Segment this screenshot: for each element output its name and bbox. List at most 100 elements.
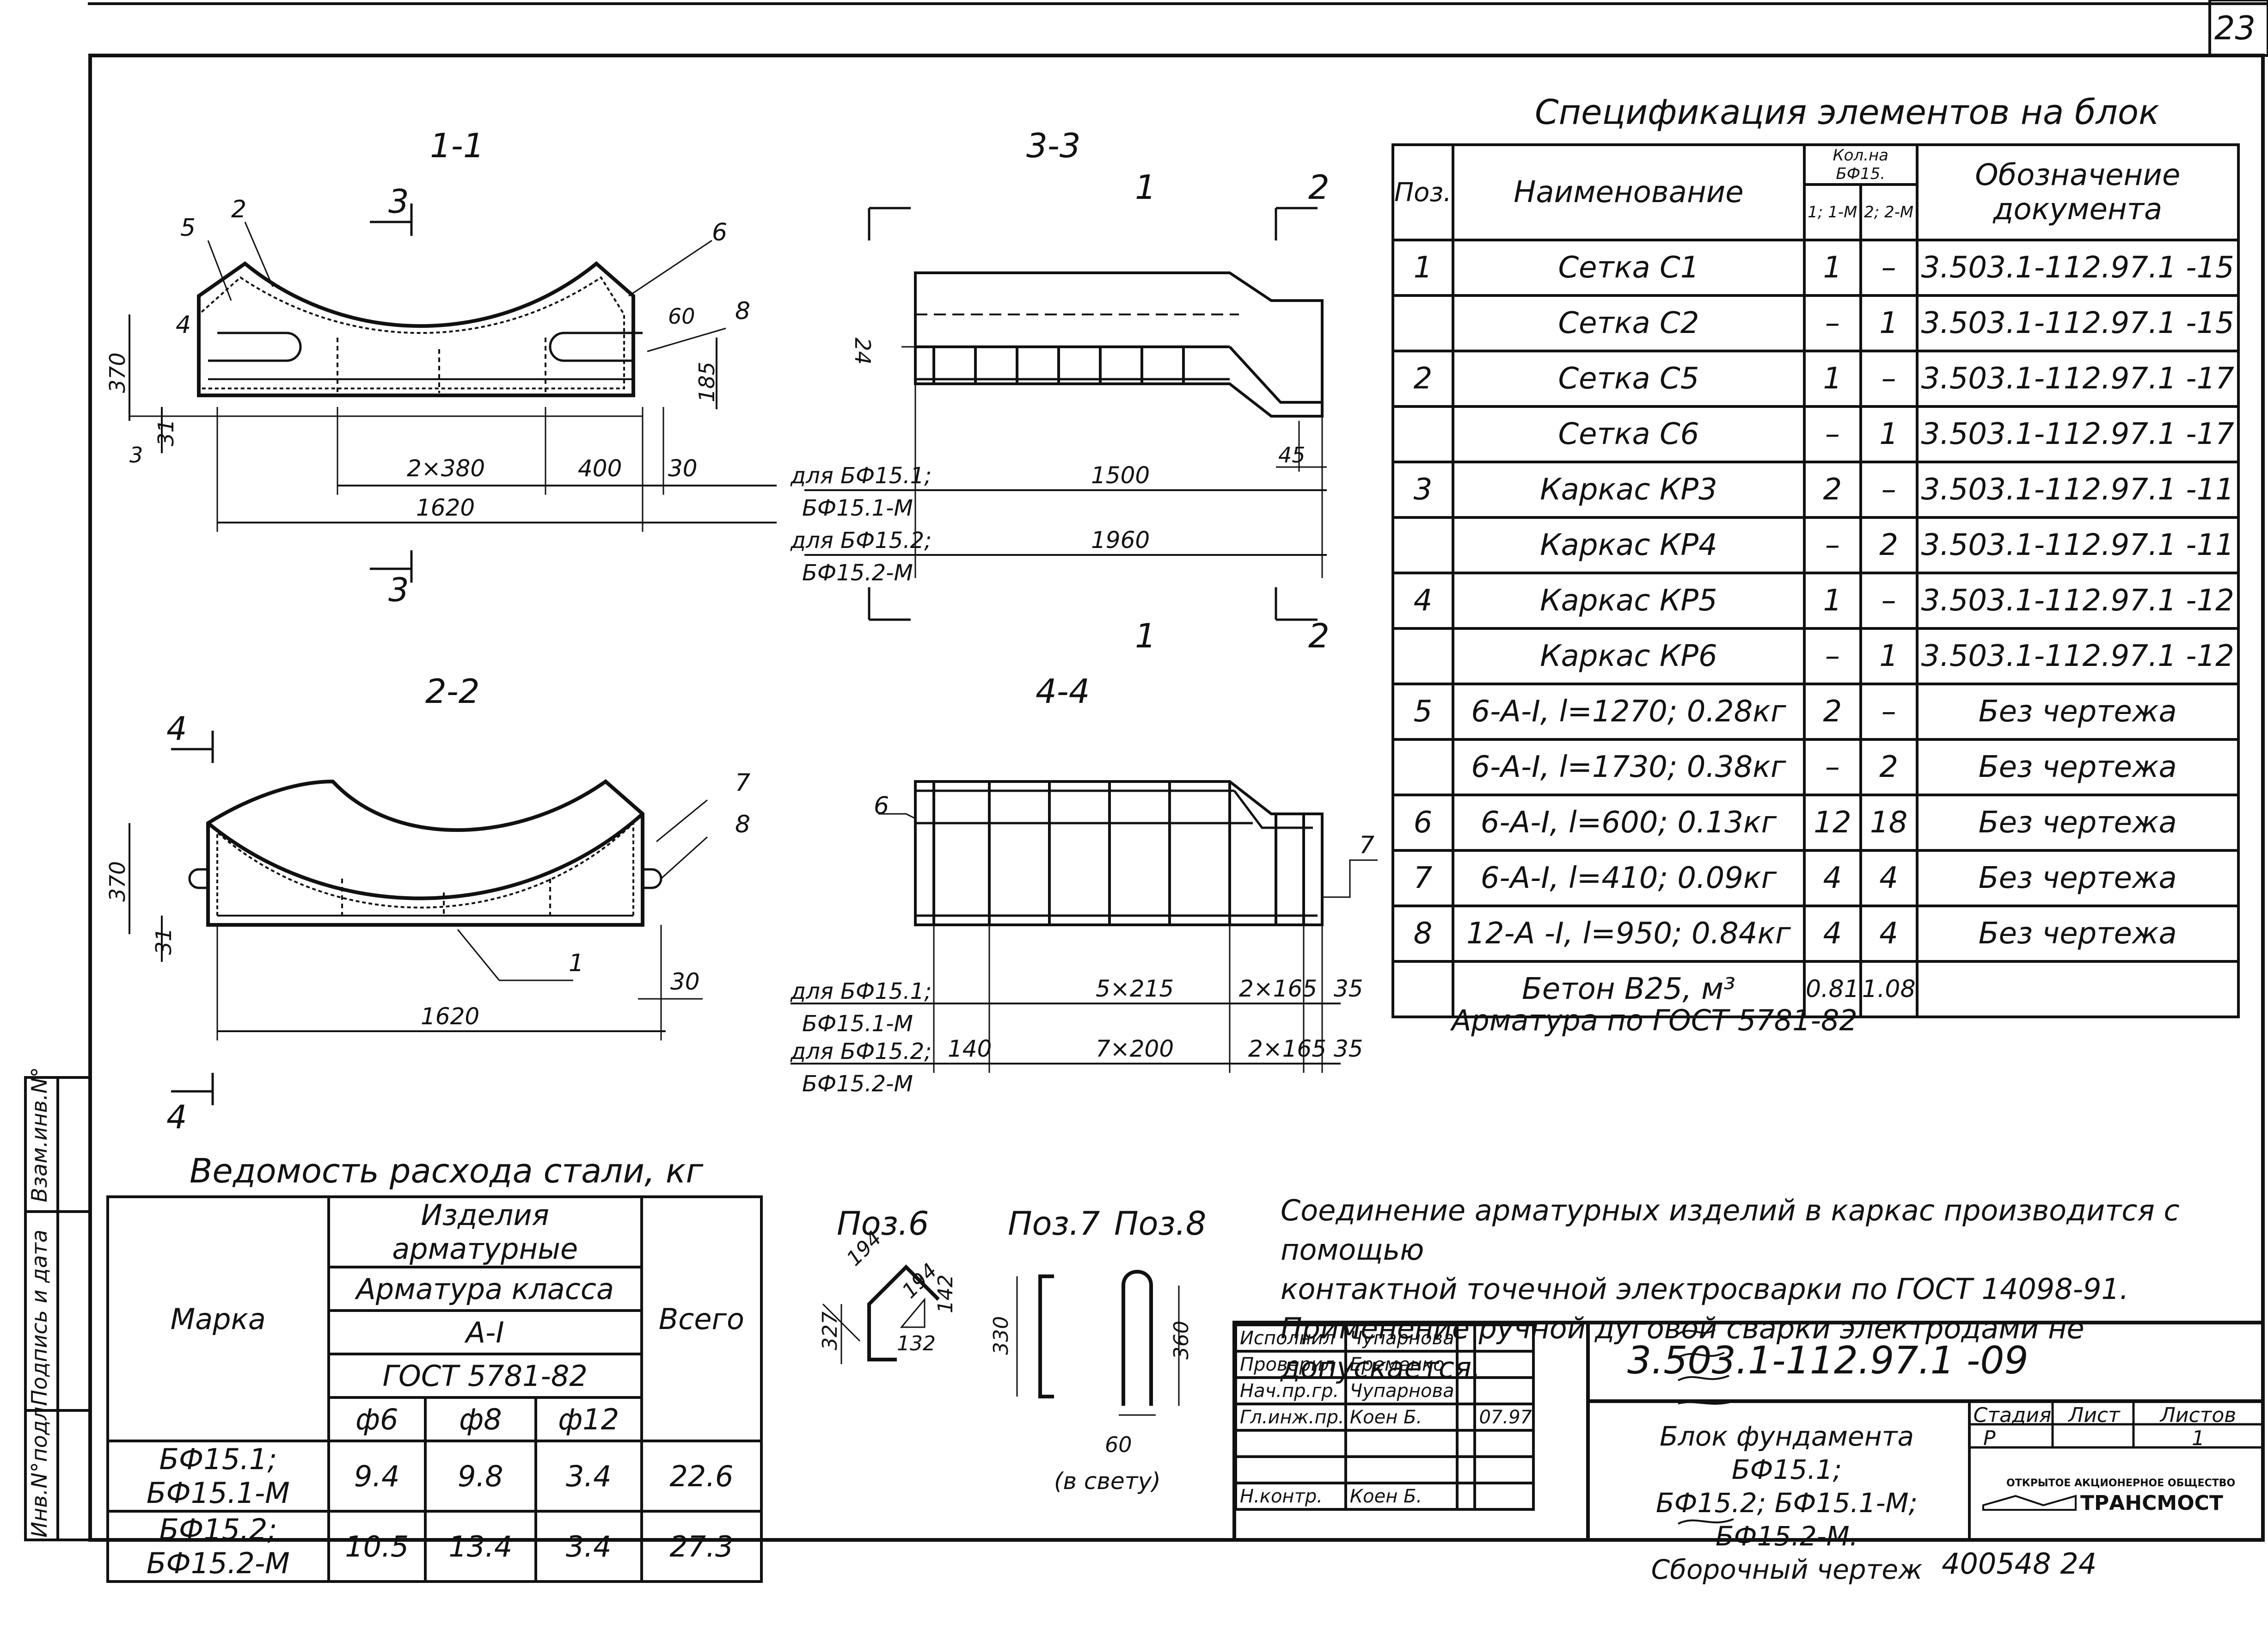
steel-header-d6: ф6 — [327, 1396, 427, 1442]
spec-name: 6-А-I, l=1730; 0.38кг — [1451, 738, 1806, 796]
dim-1620: 1620 — [421, 1003, 479, 1030]
role-date — [1473, 1350, 1535, 1379]
spec-name: 6-А-I, l=1270; 0.28кг — [1451, 683, 1806, 741]
role-name — [1344, 1455, 1459, 1484]
spec-q1: 4 — [1802, 849, 1862, 907]
dim-400: 400 — [578, 455, 622, 482]
dim-185: 185 — [694, 362, 719, 402]
position-details: Поз.6 Поз.7 Поз.8 194 194 142 327 132 33… — [818, 1205, 1206, 1495]
spec-q2: 2 — [1859, 516, 1919, 574]
signature — [1455, 1323, 1477, 1353]
spec-q1: 12 — [1802, 794, 1862, 852]
pos8-title: Поз.8 — [1114, 1205, 1206, 1243]
spec-name: 12-А -I, l=950; 0.84кг — [1451, 905, 1806, 963]
label-7: 7 — [1359, 831, 1374, 859]
steel-header-gost: ГОСТ 5781-82 — [327, 1353, 643, 1399]
pos8-60: 60 — [1105, 1432, 1132, 1457]
spec-doc: 3.503.1-112.97.1 -15 — [1915, 239, 2240, 297]
dim-2x165b: 2×165 — [1248, 1035, 1326, 1062]
spec-name: Сетка С5 — [1451, 350, 1806, 408]
stage-value: Р — [1983, 1427, 1996, 1450]
spec-q2: 4 — [1859, 905, 1919, 963]
spec-q1: 2 — [1802, 461, 1862, 519]
dim-60: 60 — [668, 304, 695, 329]
spec-pos: 7 — [1391, 849, 1454, 907]
role-date — [1473, 1429, 1535, 1458]
pos8-note: (в свету) — [1054, 1468, 1161, 1495]
spec-name: Каркас КР3 — [1451, 461, 1806, 519]
signature — [1455, 1482, 1477, 1511]
steel-d12: 3.4 — [534, 1510, 643, 1583]
description-line: Сборочный чертеж — [1651, 1554, 1923, 1585]
dim-31: 31 — [151, 928, 176, 955]
spec-name: Каркас КР6 — [1451, 627, 1806, 685]
spec-q1: – — [1802, 516, 1862, 574]
cut-2-bottom: 2 — [1308, 616, 1330, 655]
steel-d12: 3.4 — [534, 1440, 643, 1513]
role-date — [1473, 1323, 1535, 1353]
steel-header-d12: ф12 — [534, 1396, 643, 1442]
dim-140: 140 — [948, 1035, 992, 1062]
label-5: 5 — [180, 214, 196, 242]
spec-q1: – — [1802, 405, 1862, 463]
steel-header-class: А-I — [327, 1309, 643, 1355]
signature — [1455, 1403, 1477, 1432]
sheet-header: Лист — [2068, 1403, 2120, 1427]
cut-4-bottom: 4 — [166, 1098, 187, 1136]
spec-q2: 18 — [1859, 794, 1919, 852]
label-4: 4 — [176, 311, 191, 339]
spec-q1: 0.81 — [1802, 960, 1862, 1018]
stage-header: Стадия — [1973, 1403, 2052, 1427]
spec-name: Сетка С1 — [1451, 239, 1806, 297]
side-stamp-inventory: Инв.N°подл. — [27, 1400, 52, 1538]
spec-doc: Без чертежа — [1915, 683, 2240, 741]
section-title: 2-2 — [425, 672, 480, 711]
dim-30: 30 — [670, 968, 700, 995]
spec-q2: 1 — [1859, 294, 1919, 352]
spec-doc — [1915, 960, 2240, 1018]
spec-pos: 6 — [1391, 794, 1454, 852]
company-name: ТРАНСМОСТ — [2080, 1491, 2223, 1515]
sheets-value: 1 — [2192, 1427, 2205, 1450]
for-bf15-2: для БФ15.2; — [790, 528, 932, 554]
role-name: Чупарнова — [1344, 1376, 1459, 1405]
spec-q2: – — [1859, 461, 1919, 519]
role-name: Коен Б. — [1344, 1403, 1459, 1432]
role: Гл.инж.пр. — [1234, 1403, 1347, 1432]
spec-q1: 1 — [1802, 239, 1862, 297]
steel-header-products: Изделия арматурные — [327, 1195, 643, 1268]
description-line: Блок фундамента БФ15.1; — [1660, 1421, 1914, 1485]
spec-name: 6-А-I, l=410; 0.09кг — [1451, 849, 1806, 907]
spec-q2: 1 — [1859, 627, 1919, 685]
pos7-title: Поз.7 — [1008, 1205, 1100, 1243]
spec-q1: 1 — [1802, 350, 1862, 408]
sheets-header: Листов — [2160, 1403, 2237, 1427]
dim-5x215: 5×215 — [1096, 975, 1174, 1002]
role-date — [1473, 1482, 1535, 1511]
spec-doc: Без чертежа — [1915, 794, 2240, 852]
spec-title: Спецификация элементов на блок — [1535, 92, 2159, 132]
spec-doc: 3.503.1-112.97.1 -12 — [1915, 572, 2240, 630]
dim-370: 370 — [105, 352, 130, 393]
dim-45: 45 — [1278, 443, 1306, 468]
spec-pos — [1391, 294, 1454, 352]
role: Н.контр. — [1234, 1482, 1347, 1511]
spec-pos: 1 — [1391, 239, 1454, 297]
company-line1: ОТКРЫТОЕ АКЦИОНЕРНОЕ ОБЩЕСТВО — [2006, 1477, 2236, 1489]
spec-name: Каркас КР4 — [1451, 516, 1806, 574]
spec-pos: 4 — [1391, 572, 1454, 630]
dim-7x200: 7×200 — [1096, 1035, 1174, 1062]
label-6: 6 — [874, 792, 889, 820]
for-bf15-2m: БФ15.2-М — [802, 1071, 913, 1097]
role-date: 07.97 — [1473, 1403, 1535, 1432]
for-bf15-1: для БФ15.1; — [790, 463, 932, 489]
title-block-frame — [1232, 1321, 2265, 1542]
dim-1960: 1960 — [1091, 527, 1150, 554]
drawing-code: 3.503.1-112.97.1 -09 — [1627, 1339, 2029, 1383]
spec-doc: Без чертежа — [1915, 905, 2240, 963]
signature — [1455, 1350, 1477, 1379]
pos6-142: 142 — [934, 1274, 957, 1313]
steel-header-total: Всего — [640, 1195, 763, 1442]
steel-header-mark: Марка — [106, 1195, 330, 1442]
